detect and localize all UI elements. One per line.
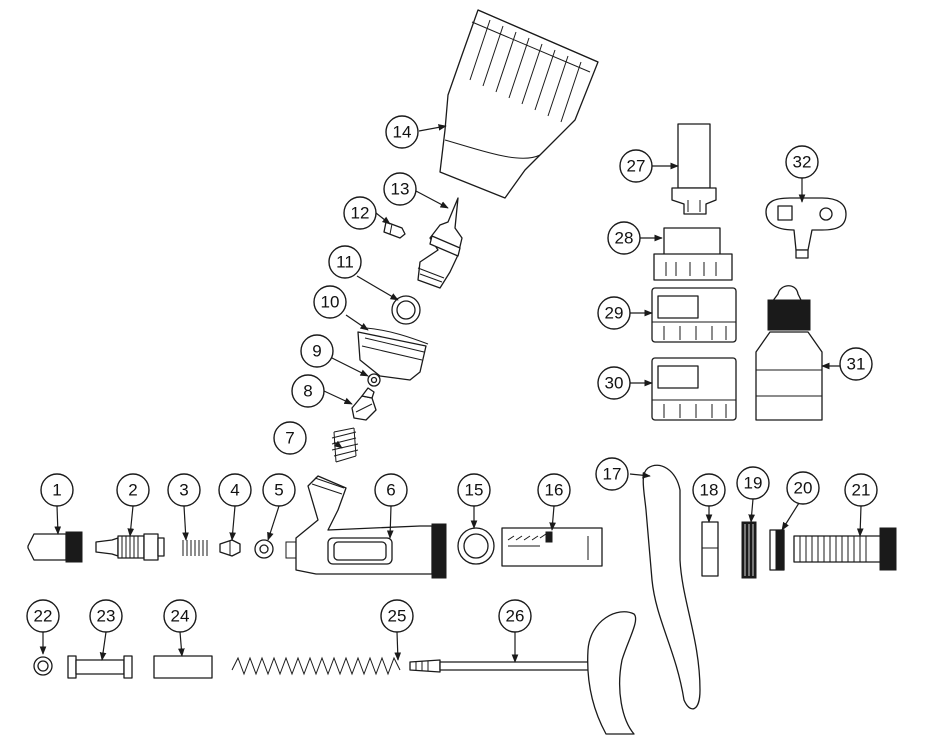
svg-text:13: 13 (391, 180, 410, 199)
svg-text:15: 15 (465, 481, 484, 500)
part-28-ring (653, 227, 733, 281)
callout-18: 18 (692, 473, 726, 507)
callout-2: 2 (116, 473, 150, 507)
callout-23: 23 (89, 599, 123, 633)
part-12-pin (383, 221, 406, 239)
svg-text:5: 5 (274, 481, 283, 500)
svg-text:25: 25 (388, 607, 407, 626)
svg-text:11: 11 (336, 253, 354, 272)
part-7-spring (331, 427, 359, 463)
part-5-washer (254, 539, 274, 559)
svg-text:17: 17 (603, 465, 622, 484)
part-25-spring (231, 656, 401, 676)
svg-text:29: 29 (605, 304, 624, 323)
callout-9: 9 (300, 334, 334, 368)
part-8-valve (351, 387, 377, 421)
callout-31: 31 (839, 347, 873, 381)
callout-30: 30 (597, 366, 631, 400)
part-11-o-ring (391, 295, 421, 325)
callout-26: 26 (498, 599, 532, 633)
part-10-base (357, 327, 429, 381)
svg-text:8: 8 (303, 382, 312, 401)
callout-27: 27 (619, 149, 653, 183)
svg-text:18: 18 (700, 481, 719, 500)
callout-13: 13 (383, 172, 417, 206)
svg-text:23: 23 (97, 607, 116, 626)
leader-lines (39, 124, 864, 663)
part-20-washer (769, 529, 785, 571)
part-21-knob (793, 527, 897, 571)
part-1-air-cap (27, 531, 83, 563)
part-14-paint-cup (439, 9, 599, 199)
callout-4: 4 (218, 473, 252, 507)
callout-5: 5 (262, 473, 296, 507)
part-18-sleeve (701, 521, 719, 577)
part-29-coupling (651, 287, 737, 343)
callout-3: 3 (167, 473, 201, 507)
part-17-trigger (642, 464, 701, 710)
callout-6: 6 (374, 473, 408, 507)
part-13-nozzle (417, 197, 463, 289)
svg-text:26: 26 (506, 607, 525, 626)
svg-text:12: 12 (351, 204, 370, 223)
part-16-scale-sleeve (501, 527, 603, 567)
callout-8: 8 (291, 374, 325, 408)
callout-28: 28 (607, 221, 641, 255)
part-9-washer (367, 373, 381, 387)
svg-text:27: 27 (627, 157, 646, 176)
callout-25: 25 (380, 599, 414, 633)
part-31-bottle (755, 285, 823, 421)
callout-1: 1 (40, 473, 74, 507)
callout-32: 32 (785, 145, 819, 179)
callout-24: 24 (163, 599, 197, 633)
part-2-fluid-nozzle (95, 533, 165, 561)
part-3-spring (182, 540, 208, 556)
callout-14: 14 (385, 115, 419, 149)
svg-text:20: 20 (794, 479, 813, 498)
svg-text:21: 21 (852, 481, 871, 500)
callout-15: 15 (457, 473, 491, 507)
callout-12: 12 (343, 196, 377, 230)
svg-text:22: 22 (34, 607, 53, 626)
svg-text:6: 6 (386, 481, 395, 500)
callout-21: 21 (844, 473, 878, 507)
callout-11: 11 (328, 245, 362, 279)
svg-text:1: 1 (52, 481, 61, 500)
svg-text:24: 24 (171, 607, 190, 626)
callout-20: 20 (786, 471, 820, 505)
part-23-spool (67, 655, 133, 679)
callout-22: 22 (26, 599, 60, 633)
svg-text:4: 4 (230, 481, 239, 500)
part-19-nut (741, 521, 757, 579)
callout-16: 16 (537, 473, 571, 507)
part-4-tip (219, 539, 241, 557)
svg-text:14: 14 (393, 123, 412, 142)
svg-text:30: 30 (605, 374, 624, 393)
svg-text:10: 10 (321, 293, 340, 312)
callout-7: 7 (273, 421, 307, 455)
part-6-gun-body (285, 475, 447, 579)
svg-text:31: 31 (847, 355, 866, 374)
callout-19: 19 (736, 466, 770, 500)
callout-10: 10 (313, 285, 347, 319)
svg-text:28: 28 (615, 229, 634, 248)
svg-text:16: 16 (545, 481, 564, 500)
part-24-sleeve (153, 655, 213, 679)
svg-text:9: 9 (312, 342, 321, 361)
part-26-needle (409, 611, 637, 735)
callout-17: 17 (595, 457, 629, 491)
svg-text:32: 32 (793, 153, 812, 172)
part-15-o-ring (457, 527, 495, 565)
callout-29: 29 (597, 296, 631, 330)
part-30-coupling (651, 357, 737, 421)
svg-text:7: 7 (285, 429, 294, 448)
svg-text:19: 19 (744, 474, 763, 493)
part-32-key (765, 197, 847, 259)
part-27-adapter (671, 123, 717, 215)
part-22-washer (33, 656, 53, 676)
svg-text:2: 2 (128, 481, 137, 500)
svg-text:3: 3 (179, 481, 188, 500)
